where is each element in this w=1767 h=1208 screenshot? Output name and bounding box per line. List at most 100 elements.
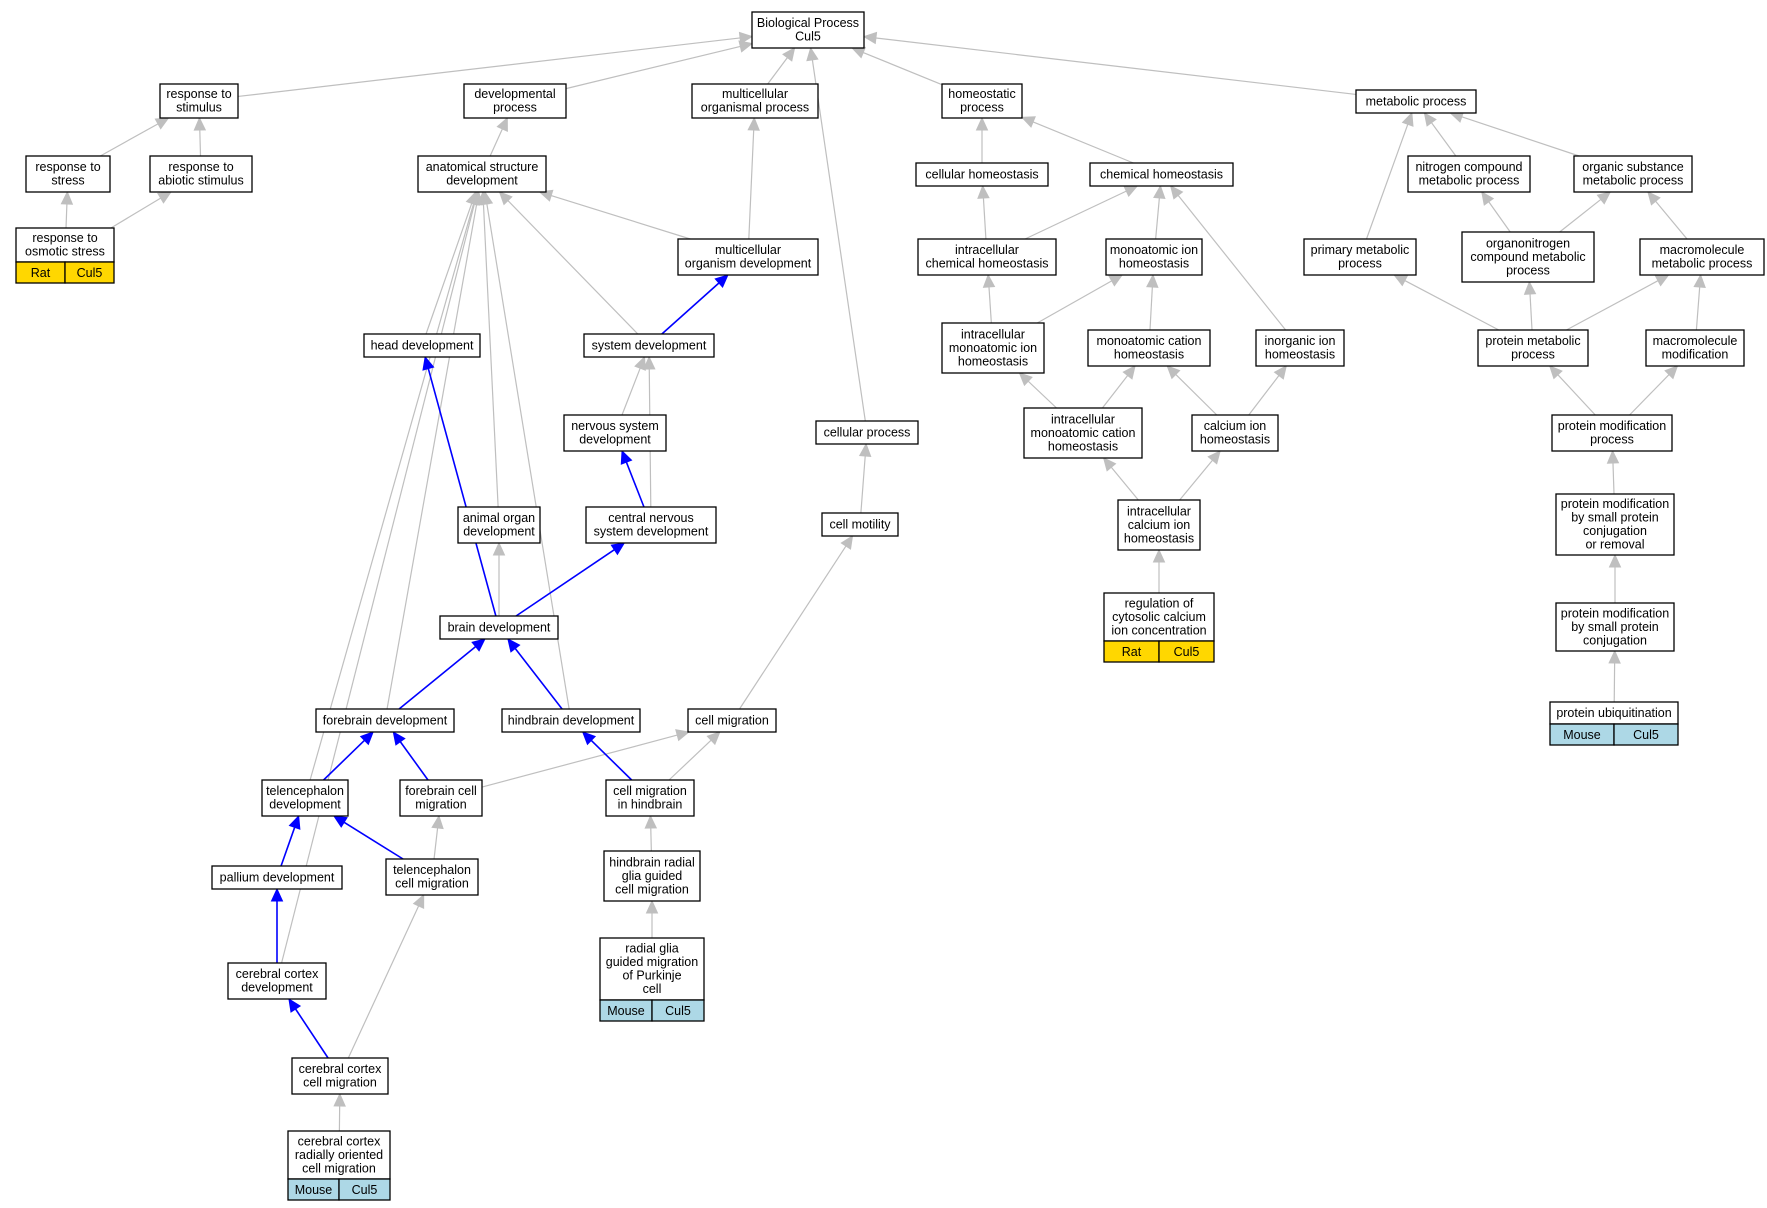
go-term-node-fd[interactable]: forebrain development [315,708,455,733]
node-label-line: system development [592,338,707,352]
edge-iih-to-chemh [1169,185,1287,331]
node-label-line: in hindbrain [618,798,683,812]
go-term-node-pd[interactable]: pallium development [211,865,343,890]
node-box [1103,592,1215,642]
go-term-node-cellh[interactable]: cellular homeostasis [915,162,1049,187]
arrowhead [1481,191,1495,206]
node-label-line: radial glia [625,942,679,956]
node-label-line: Biological Process [757,16,859,30]
go-term-node-hd[interactable]: head development [363,333,481,358]
go-term-node-cp[interactable]: cellular process [815,420,919,445]
edge-cnsd-to-nsd [620,449,645,508]
go-term-node-bd[interactable]: brain development [439,615,559,640]
node-box [751,11,865,49]
arrowhead [634,355,646,371]
node-label-line: process [1590,433,1634,447]
node-box [1477,329,1589,367]
arrowhead [675,729,690,742]
arrowhead [422,355,435,371]
node-box [385,858,479,896]
node-box [1191,414,1279,452]
edge-mmp-to-osmp [1647,191,1688,240]
edge-rccic-to-icih [1152,548,1166,593]
arrowhead [738,40,754,53]
arrowhead [714,274,729,289]
node-label-line: multicellular [715,243,781,257]
edge-rggmpc-to-hrggcm [645,899,659,938]
arrowhead [1166,365,1181,380]
arrowhead [498,191,513,206]
arrowhead [1020,116,1036,128]
node-label-line: response to [35,160,100,174]
node-label-line: macromolecule [1660,243,1745,257]
edge-imch-to-imih [1018,372,1057,409]
edge-mod-to-asd [538,189,691,240]
go-term-node-sd[interactable]: system development [583,333,715,358]
node-label-line: chemical homeostasis [926,257,1049,271]
edge-hrggcm-to-cmih [644,814,658,852]
node-label-line: pallium development [220,870,335,884]
node-label-line: homeostasis [1200,433,1270,447]
node-box [1407,155,1531,193]
species-label: Rat [31,266,51,280]
go-term-node-hbd[interactable]: hindbrain development [501,708,641,733]
arrowhead [1693,273,1706,288]
arrowhead [468,190,481,206]
node-label-line: nervous system [571,419,659,433]
node-label-line: process [1511,348,1555,362]
go-term-node-chemh[interactable]: chemical homeostasis [1089,162,1234,187]
gene-cell [338,1178,391,1201]
node-label-line: cell migration [613,784,687,798]
edge-devp-to-bp [565,40,754,90]
go-term-node-metp[interactable]: metabolic process [1355,89,1477,114]
gene-label: Cul5 [1174,645,1200,659]
edge-rtas-to-rts [193,116,207,157]
edge-nsd-to-sd [621,355,646,416]
go-term-node-cm[interactable]: cell motility [821,512,899,537]
edge-cih-to-mch [1166,365,1218,416]
go-term-node-cmig[interactable]: cell migration [687,708,777,733]
